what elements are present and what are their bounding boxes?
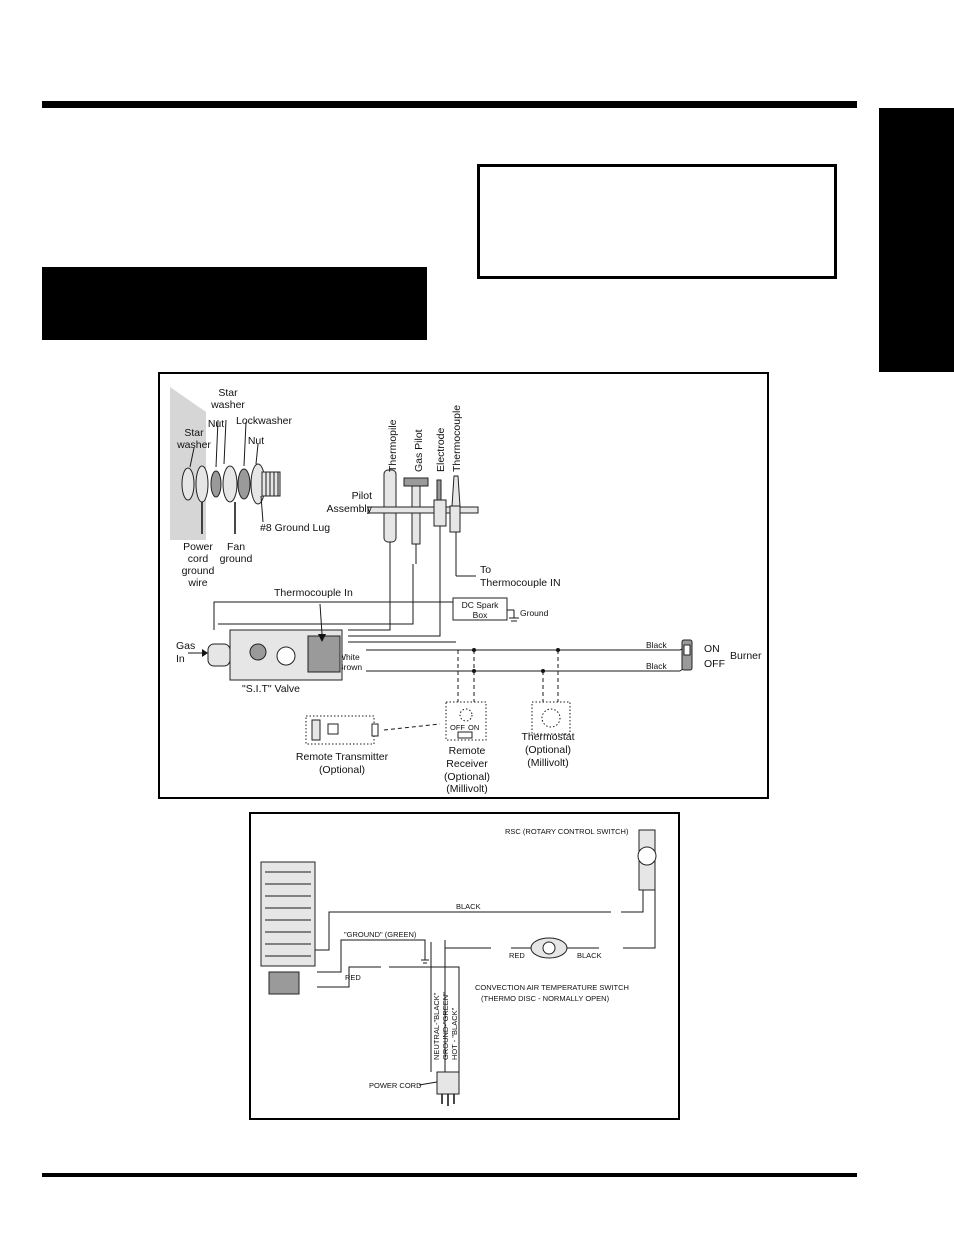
bottom-rule bbox=[42, 1173, 857, 1177]
label-star-washer-left-2: washer bbox=[176, 439, 211, 451]
label-thermocouple: Thermocouple bbox=[451, 405, 463, 472]
thermo-disc-switch bbox=[530, 937, 568, 959]
label-black-2: Black bbox=[646, 661, 668, 671]
label-red-left: RED bbox=[345, 973, 361, 982]
label-conv-switch-2: (THERMO DISC - NORMALLY OPEN) bbox=[481, 994, 610, 1003]
label-remote-receiver: Remote bbox=[449, 745, 486, 757]
label-power-cord-ground-4: wire bbox=[187, 577, 207, 589]
side-tab bbox=[879, 108, 954, 372]
label-gas: Gas bbox=[176, 640, 195, 652]
label-pilot-assembly-2: Assembly bbox=[326, 503, 372, 515]
label-nut-right: Nut bbox=[248, 435, 264, 447]
label-nut-left: Nut bbox=[208, 418, 224, 430]
label-sit-valve: "S.I.T" Valve bbox=[242, 683, 300, 695]
label-power-cord: POWER CORD bbox=[369, 1081, 422, 1090]
label-fan-ground-2: ground bbox=[220, 553, 253, 565]
label-remote-transmitter: Remote Transmitter bbox=[296, 751, 389, 763]
label-thermostat-3: (Millivolt) bbox=[527, 757, 568, 769]
label-star-washer-left: Star bbox=[184, 427, 204, 439]
millivolt-wiring-diagram: Star washer Nut Star washer Lockwasher N… bbox=[158, 372, 769, 799]
label-cord-hot: HOT - "BLACK" bbox=[450, 1007, 459, 1060]
label-conv-switch: CONVECTION AIR TEMPERATURE SWITCH bbox=[475, 983, 629, 992]
label-black-mid: BLACK bbox=[577, 951, 602, 960]
label-remote-receiver-2: Receiver bbox=[446, 758, 488, 770]
label-gas-pilot: Gas Pilot bbox=[413, 429, 425, 472]
label-cord-ground: GROUND-"GREEN" bbox=[441, 992, 450, 1060]
label-ground: Ground bbox=[520, 608, 549, 618]
label-thermocouple-in: Thermocouple IN bbox=[480, 577, 561, 589]
label-off: OFF bbox=[704, 658, 725, 670]
label-remote-receiver-3: (Optional) bbox=[444, 771, 490, 783]
label-remote-receiver-4: (Millivolt) bbox=[446, 783, 487, 795]
label-cord-neutral: NEUTRAL-"BLACK" bbox=[432, 992, 441, 1060]
fan-blower bbox=[260, 861, 316, 995]
rotary-control-switch bbox=[637, 829, 657, 891]
label-pilot-assembly: Pilot bbox=[352, 490, 373, 502]
ground-hardware-illustration bbox=[170, 387, 281, 540]
pilot-assembly bbox=[367, 469, 479, 577]
burner-switch bbox=[681, 639, 693, 671]
label-to: To bbox=[480, 564, 491, 576]
label-fan-ground: Fan bbox=[227, 541, 245, 553]
label-in: In bbox=[176, 653, 185, 665]
label-thermopile: Thermopile bbox=[387, 419, 399, 472]
label-receiver-off: OFF bbox=[450, 723, 465, 732]
label-star-washer-top: Star bbox=[218, 387, 238, 399]
label-power-cord-ground-3: ground bbox=[182, 565, 215, 577]
label-black-top: BLACK bbox=[456, 902, 481, 911]
label-brown: Brown bbox=[338, 662, 362, 672]
label-power-cord-ground: Power bbox=[183, 541, 213, 553]
label-black-1: Black bbox=[646, 640, 668, 650]
thermostat bbox=[531, 701, 571, 735]
label-red-mid: RED bbox=[509, 951, 525, 960]
top-rule bbox=[42, 101, 857, 108]
label-ground-green: "GROUND" (GREEN) bbox=[344, 930, 417, 939]
label-on: ON bbox=[704, 643, 720, 655]
label-burner: Burner bbox=[730, 650, 762, 662]
label-lockwasher: Lockwasher bbox=[236, 415, 293, 427]
fan-wiring-diagram: RSC (ROTARY CONTROL SWITCH) BLACK "GROUN… bbox=[249, 812, 680, 1120]
notice-box bbox=[477, 164, 837, 279]
remote-receiver bbox=[445, 701, 487, 741]
wiring bbox=[213, 550, 685, 702]
label-rsc: RSC (ROTARY CONTROL SWITCH) bbox=[505, 827, 629, 836]
label-thermocouple-in-valve: Thermocouple In bbox=[274, 587, 353, 599]
label-remote-transmitter-2: (Optional) bbox=[319, 764, 365, 776]
label-white: White bbox=[338, 652, 360, 662]
label-thermostat: Thermostat bbox=[521, 731, 574, 743]
label-dc-spark: DC Spark bbox=[462, 600, 500, 610]
label-power-cord-ground-2: cord bbox=[188, 553, 209, 565]
label-box: Box bbox=[473, 610, 488, 620]
black-heading-block bbox=[42, 267, 427, 340]
power-cord-plug bbox=[436, 1071, 460, 1106]
label-receiver-on: ON bbox=[468, 723, 479, 732]
sit-valve bbox=[207, 603, 343, 681]
label-ground-lug: #8 Ground Lug bbox=[260, 522, 330, 534]
dc-spark-box bbox=[452, 597, 508, 621]
label-star-washer-top-2: washer bbox=[210, 399, 245, 411]
label-thermostat-2: (Optional) bbox=[525, 744, 571, 756]
label-electrode: Electrode bbox=[435, 427, 447, 472]
